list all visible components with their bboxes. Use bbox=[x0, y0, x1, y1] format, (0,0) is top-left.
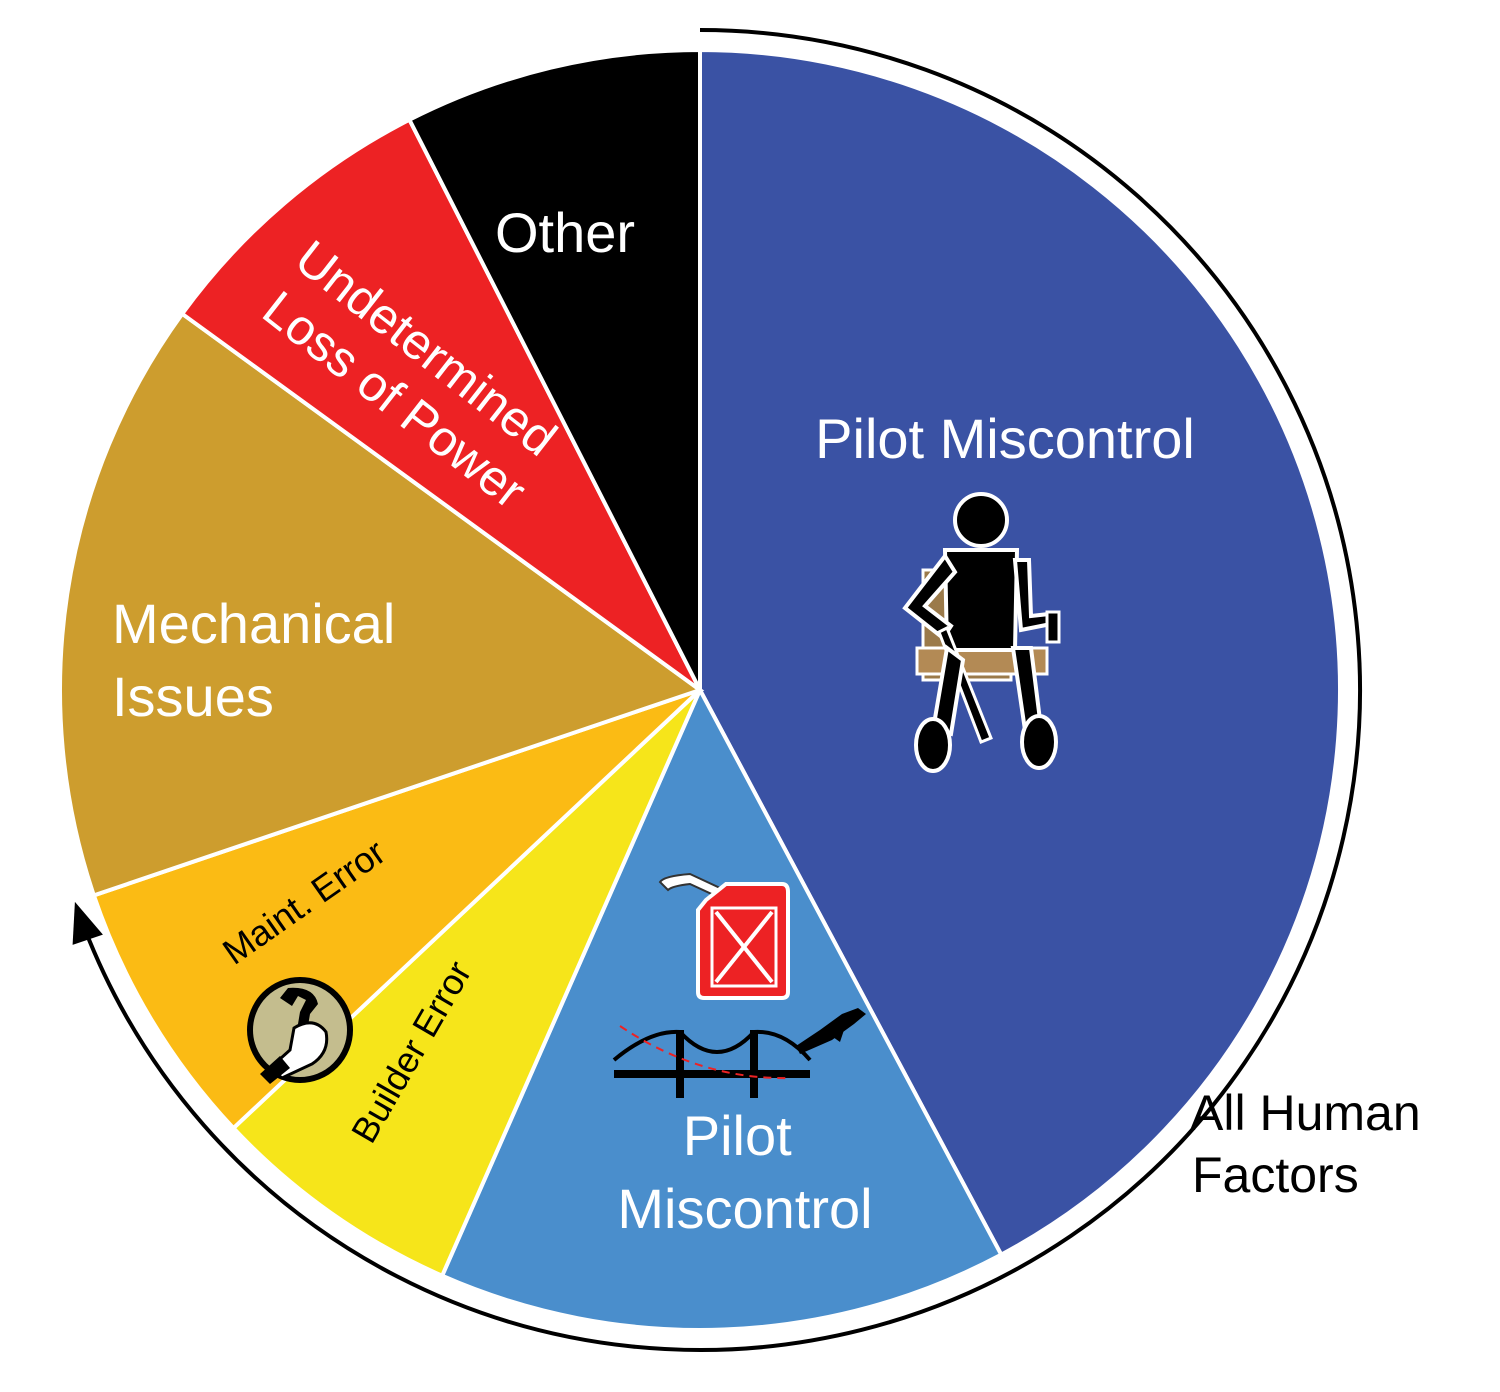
pie-slice-other bbox=[406, 47, 702, 691]
fuel-can-icon bbox=[658, 872, 790, 1000]
annotation-line2: Factors bbox=[1192, 1147, 1359, 1203]
pie-slice-builder-error bbox=[230, 688, 702, 1279]
slice-label-other: Other bbox=[495, 201, 635, 264]
slice-label-mechanical-issues-line2: Issues bbox=[112, 665, 274, 728]
human-factors-arrow-icon bbox=[72, 901, 103, 945]
slice-label-pilot-judgment: Pilot Miscontrol bbox=[617, 1104, 872, 1240]
wrench-hand-icon bbox=[247, 977, 353, 1084]
pie-slice-mechanical-issues bbox=[58, 311, 705, 898]
slice-label-pilot-miscontrol: Pilot Miscontrol bbox=[815, 407, 1195, 470]
pie-slice-undetermined-loss-of-power bbox=[179, 117, 702, 692]
slice-label-mechanical-issues-line1: Mechanical bbox=[112, 592, 395, 655]
pilot-seated-icon bbox=[902, 492, 1061, 773]
pie-slices bbox=[58, 47, 1343, 1332]
slice-label-pilot-judgment-line1: Pilot bbox=[683, 1104, 792, 1167]
annotation-all-human-factors: All Human Factors bbox=[1190, 1085, 1435, 1203]
slice-label-pilot-judgment-line2: Miscontrol bbox=[617, 1177, 872, 1240]
pie-slice-pilot-judgment bbox=[439, 685, 1004, 1332]
human-factors-arc bbox=[82, 28, 1362, 1352]
bridge-icon bbox=[612, 1025, 812, 1098]
pie-slice-maint-error bbox=[91, 688, 702, 1131]
jet-plane-icon bbox=[796, 1008, 866, 1054]
annotation-line1: All Human bbox=[1190, 1085, 1421, 1141]
slice-label-mechanical-issues: Mechanical Issues bbox=[112, 592, 411, 728]
